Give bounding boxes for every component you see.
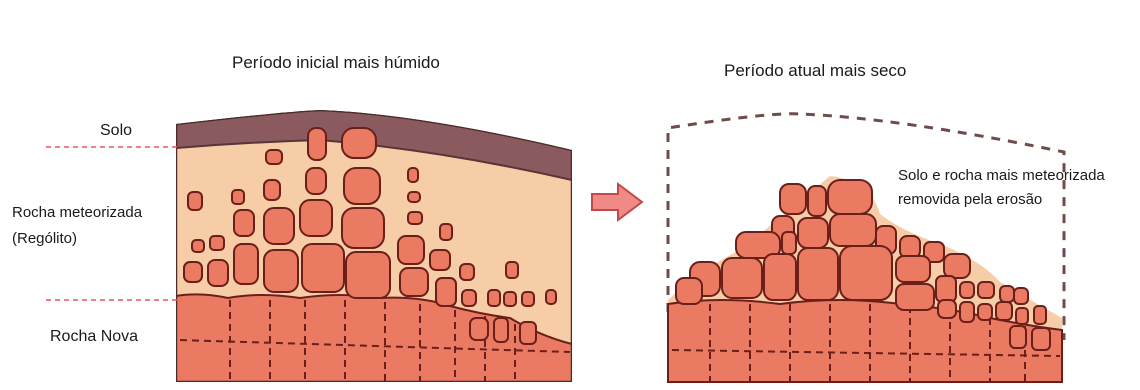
label-weathered-rock: Rocha meteorizada xyxy=(12,204,143,221)
layer-guide-lines xyxy=(46,147,178,300)
erosion-note-line1: Solo e rocha mais meteorizada xyxy=(898,167,1105,184)
label-fresh-rock: Rocha Nova xyxy=(50,328,138,345)
right-panel-title: Período atual mais seco xyxy=(724,61,906,80)
left-soil-block xyxy=(176,100,572,382)
left-panel-title: Período inicial mais húmido xyxy=(232,53,440,72)
label-soil: Solo xyxy=(100,122,132,139)
erosion-note-line2: removida pela erosão xyxy=(898,191,1042,208)
transition-arrow xyxy=(592,184,642,220)
right-panel: Período atual mais seco xyxy=(668,61,1105,382)
label-regolith: (Rególito) xyxy=(12,230,77,247)
left-panel: Período inicial mais húmido xyxy=(12,53,572,382)
